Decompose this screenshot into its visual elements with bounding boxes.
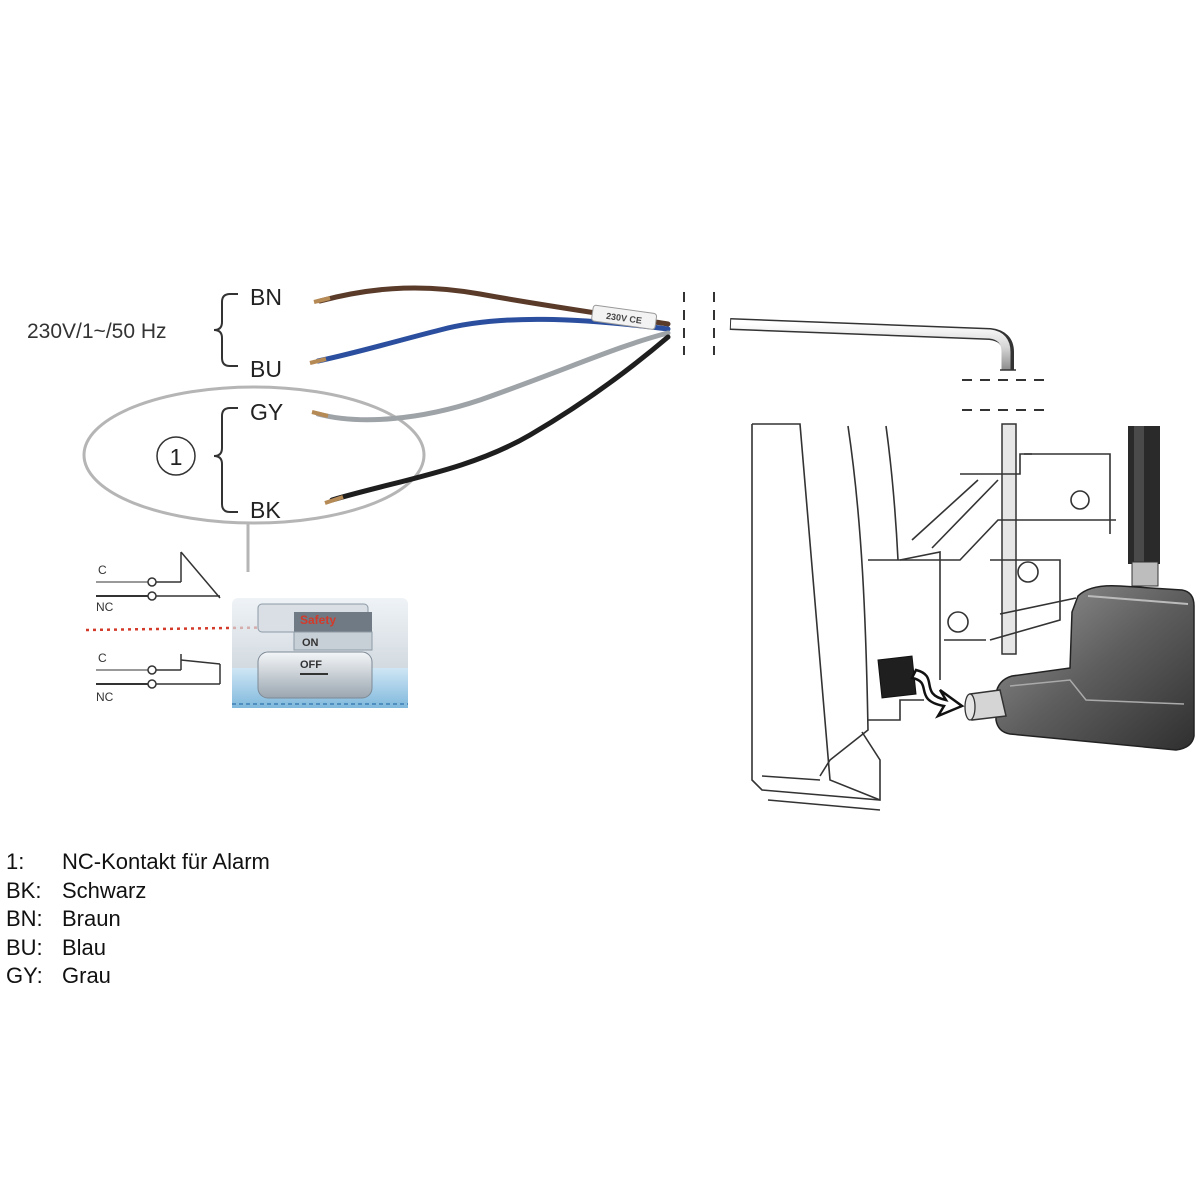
legend-key: GY: — [6, 963, 43, 988]
legend-row-bu: BU: Blau — [6, 934, 270, 963]
alarm-brace — [213, 407, 238, 513]
cable-marker-sleeve: 230V CE — [591, 304, 658, 330]
legend-key: BU: — [6, 934, 43, 960]
legend-row-bn: BN: Braun — [6, 905, 270, 934]
grey-wire-end — [311, 410, 329, 418]
legend-value: Grau — [62, 963, 111, 988]
legend-value: Blau — [62, 934, 107, 960]
legend-key: 1: — [6, 849, 25, 874]
cable-break-marks — [683, 292, 1050, 411]
wire-label-gy: GY — [250, 399, 283, 425]
contact-bottom-nc-label: NC — [96, 690, 114, 704]
supply-voltage-label: 230V/1~/50 Hz — [27, 320, 167, 343]
float-switch-illustration: Safety ON OFF — [232, 598, 408, 708]
wire-label-bk: BK — [250, 497, 281, 523]
blue-wire-end — [309, 357, 327, 365]
safety-level-line — [85, 624, 371, 632]
contact-top-c-label: C — [98, 563, 107, 577]
black-wire — [329, 334, 671, 503]
black-wire-end — [324, 495, 344, 505]
legend-row-gy: GY: Grau — [6, 962, 270, 991]
legend-row-1: 1: NC-Kontakt für Alarm — [6, 848, 270, 877]
contact-symbol-top: C NC — [96, 551, 221, 614]
pump-installation-illustration — [751, 423, 1116, 811]
pump-body — [995, 584, 1195, 751]
legend-value: Braun — [62, 906, 121, 931]
alarm-number: 1 — [170, 444, 183, 470]
wire-label-bn: BN — [250, 284, 282, 310]
legend-row-bk: BK: Schwarz — [6, 877, 270, 906]
legend-value: Schwarz — [62, 877, 147, 903]
ac-drain-hose — [877, 655, 917, 699]
legend-key: BK: — [6, 877, 42, 903]
contact-top-nc-label: NC — [96, 600, 114, 614]
legend-key: BN: — [6, 906, 43, 931]
off-label: OFF — [300, 659, 322, 671]
brown-wire-end — [313, 296, 331, 304]
legend-value: NC-Kontakt für Alarm — [62, 849, 270, 874]
on-label: ON — [302, 637, 319, 649]
safety-label: Safety — [300, 613, 336, 627]
connection-arrow — [910, 668, 965, 719]
grey-wire — [315, 330, 671, 423]
supply-cable-lower — [1001, 423, 1017, 655]
contact-symbol-bottom: C NC — [96, 651, 221, 704]
wire-label-bu: BU — [250, 356, 282, 382]
contact-bottom-c-label: C — [98, 651, 107, 665]
alarm-number-circle — [156, 436, 196, 476]
blue-wire — [315, 316, 671, 364]
supply-brace — [213, 293, 238, 367]
legend: 1: NC-Kontakt für Alarm BK: Schwarz BN: … — [6, 848, 270, 991]
cable-marker-label: 230V CE — [605, 311, 642, 326]
alarm-contact-ellipse — [82, 385, 426, 525]
